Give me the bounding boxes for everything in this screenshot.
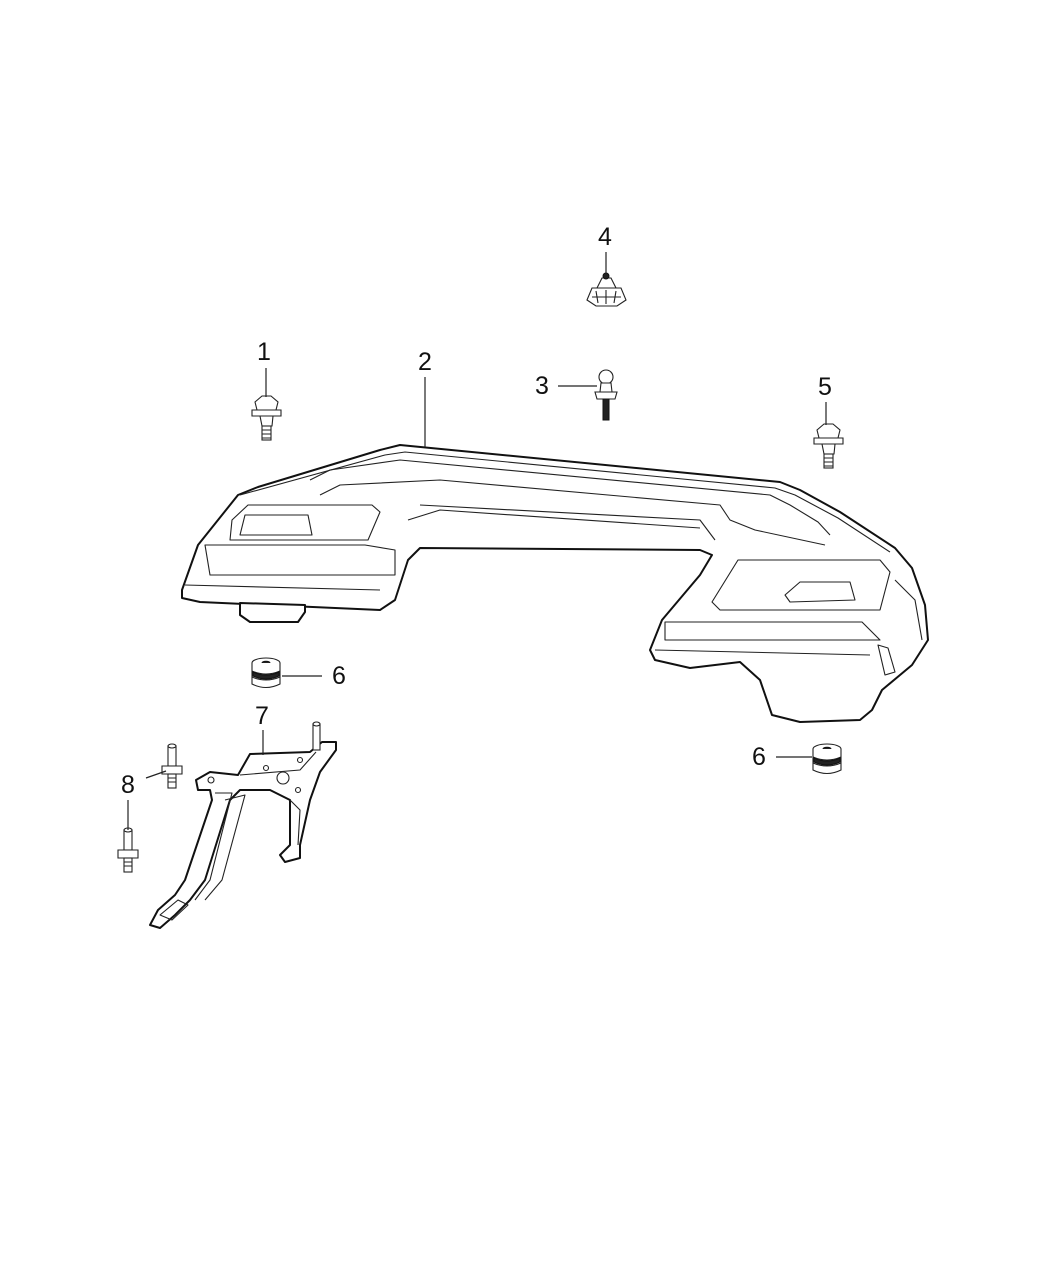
bolt-part-5[interactable] (813, 423, 844, 469)
callout-3: 3 (535, 372, 549, 400)
leader-8a (145, 770, 167, 779)
callout-1: 1 (257, 338, 271, 366)
isolator-part-6a[interactable] (251, 657, 281, 689)
stud-part-8a[interactable] (161, 743, 183, 789)
bolt-part-1[interactable] (251, 395, 282, 441)
stud-part-8b[interactable] (117, 827, 139, 873)
ball-stud-part-3[interactable] (594, 369, 618, 421)
isolator-part-6b[interactable] (812, 743, 842, 775)
bracket-part-7[interactable] (149, 721, 337, 929)
callout-5: 5 (818, 373, 832, 401)
leader-lines (127, 252, 827, 830)
callout-2: 2 (418, 348, 432, 376)
grommet-nut-part-4[interactable] (586, 272, 627, 307)
callout-7: 7 (255, 702, 269, 730)
callout-8: 8 (121, 771, 135, 799)
callout-labels: 1 2 3 4 5 6 6 7 8 (121, 223, 832, 799)
callout-4: 4 (598, 223, 612, 251)
engine-cover-part[interactable] (181, 444, 929, 723)
callout-6a: 6 (332, 662, 346, 690)
callout-6b: 6 (752, 743, 766, 771)
